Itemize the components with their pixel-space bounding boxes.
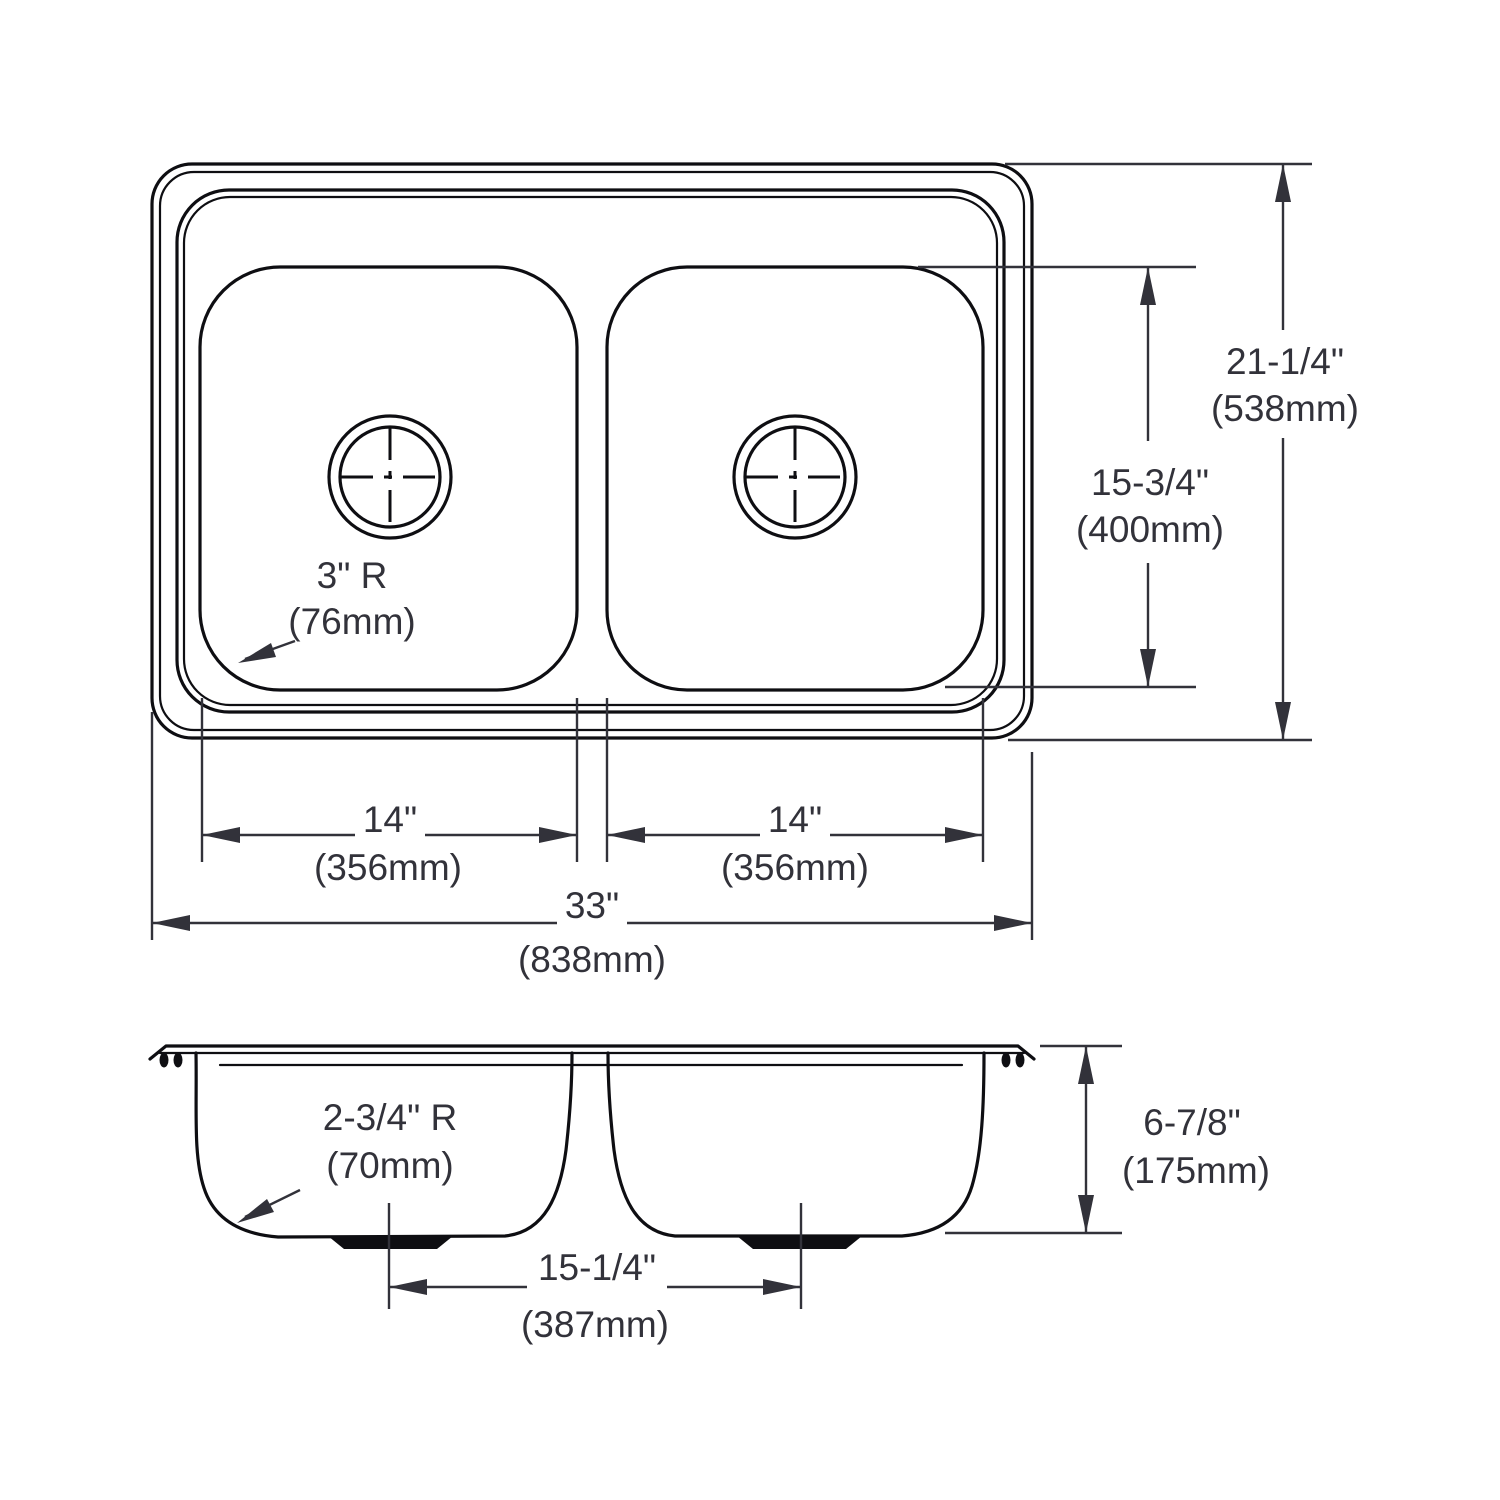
bowl-radius-arrowhead: [237, 1199, 274, 1223]
rim-outer-edge: [150, 162, 1034, 740]
overall-height-label-in: 21-1/4": [1226, 341, 1344, 382]
left-bowl-width-arrow-left: [202, 827, 240, 843]
bowl-height-arrow-down: [1140, 649, 1156, 687]
top-view-horizontal-dimensions: 14" (356mm) 14" (356mm) 33" (838mm): [150, 698, 1034, 980]
left-drain-fitting: [328, 1236, 453, 1249]
right-drain: [732, 414, 858, 540]
right-bowl-width-label-in: 14": [768, 799, 822, 840]
depth-dimension: 6-7/8" (175mm): [945, 1044, 1270, 1235]
left-bowl: [198, 265, 579, 692]
overall-width-label-mm: (838mm): [518, 939, 666, 980]
bowl-radius-callout: 2-3/4" R (70mm): [237, 1097, 457, 1223]
top-view: 3" R (76mm) 15-3/4" (400mm) 21-1/4" (538: [150, 162, 1359, 980]
drain-spacing-dimension: 15-1/4" (387mm): [387, 1203, 803, 1345]
bowl-radius-label-in: 2-3/4" R: [323, 1097, 457, 1138]
left-drain-inner-ring: [338, 425, 442, 529]
bowl-radius-label-mm: (70mm): [326, 1145, 453, 1186]
right-bowl-width-arrow-left: [607, 827, 645, 843]
depth-label-mm: (175mm): [1122, 1150, 1270, 1191]
top-view-vertical-dimensions: 15-3/4" (400mm) 21-1/4" (538mm): [918, 162, 1359, 742]
right-bowl-width-arrow-right: [945, 827, 983, 843]
left-drain-outer-ring: [327, 414, 453, 540]
overall-height-label-mm: (538mm): [1211, 388, 1359, 429]
right-drain-fitting: [737, 1236, 862, 1249]
bowl-height-label-mm: (400mm): [1076, 509, 1224, 550]
right-bowl-profile: [606, 1051, 986, 1238]
right-bowl: [605, 265, 985, 692]
rim-top-surface: [148, 1044, 1036, 1061]
overall-width-arrow-left: [152, 915, 190, 931]
side-view: 2-3/4" R (70mm) 6-7/8" (175mm) 15-1/4" (…: [148, 1044, 1270, 1345]
right-bowl-width-label-mm: (356mm): [721, 847, 869, 888]
corner-radius-callout: 3" R (76mm): [238, 555, 416, 663]
overall-height-arrow-up: [1275, 164, 1291, 202]
corner-radius-label-in: 3" R: [317, 555, 388, 596]
depth-arrow-up: [1078, 1046, 1094, 1084]
overall-width-arrow-right: [994, 915, 1032, 931]
deck-inner-edge: [175, 188, 1006, 714]
left-bowl-profile: [194, 1051, 574, 1239]
drain-spacing-label-mm: (387mm): [521, 1304, 669, 1345]
left-drain: [327, 414, 453, 540]
drain-spacing-label-in: 15-1/4": [538, 1247, 656, 1288]
depth-label-in: 6-7/8": [1143, 1102, 1240, 1143]
right-mounting-clip-b: [1015, 1052, 1025, 1068]
overall-width-label-in: 33": [565, 885, 619, 926]
left-mounting-clip-b: [173, 1052, 183, 1068]
depth-arrow-down: [1078, 1195, 1094, 1233]
corner-radius-label-mm: (76mm): [288, 601, 415, 642]
drain-spacing-arrow-right: [763, 1279, 801, 1295]
right-drain-outer-ring: [732, 414, 858, 540]
deck-inner-edge-second-line: [182, 195, 999, 707]
left-bowl-width-label-mm: (356mm): [314, 847, 462, 888]
right-drain-inner-ring: [743, 425, 847, 529]
corner-radius-arrowhead: [238, 643, 276, 663]
right-mounting-clip-a: [1001, 1052, 1011, 1068]
drain-spacing-arrow-left: [389, 1279, 427, 1295]
left-mounting-clip-a: [159, 1052, 169, 1068]
left-bowl-width-arrow-right: [539, 827, 577, 843]
rim-outer-edge-second-line: [158, 170, 1026, 732]
bowl-height-label-in: 15-3/4": [1091, 462, 1209, 503]
overall-height-arrow-down: [1275, 702, 1291, 740]
bowl-height-arrow-up: [1140, 267, 1156, 305]
left-bowl-width-label-in: 14": [363, 799, 417, 840]
